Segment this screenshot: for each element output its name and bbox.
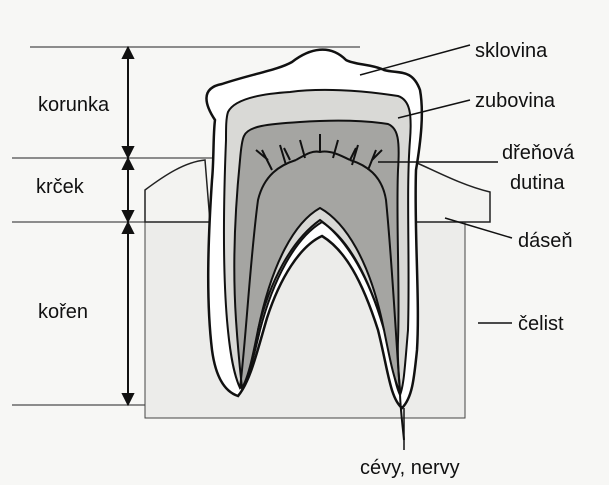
gum-label: dáseň [518, 230, 573, 252]
dentin-label: zubovina [475, 90, 556, 112]
vessels-label: cévy, nervy [360, 457, 460, 479]
root-label: kořen [38, 301, 88, 323]
pulp-label-line-1: dřeňová [502, 142, 575, 164]
neck-label: krček [36, 176, 85, 198]
enamel-label: sklovina [475, 40, 548, 62]
pulp-label-line-2: dutina [510, 172, 565, 194]
crown-label: korunka [38, 94, 110, 116]
jaw-label: čelist [518, 313, 564, 335]
